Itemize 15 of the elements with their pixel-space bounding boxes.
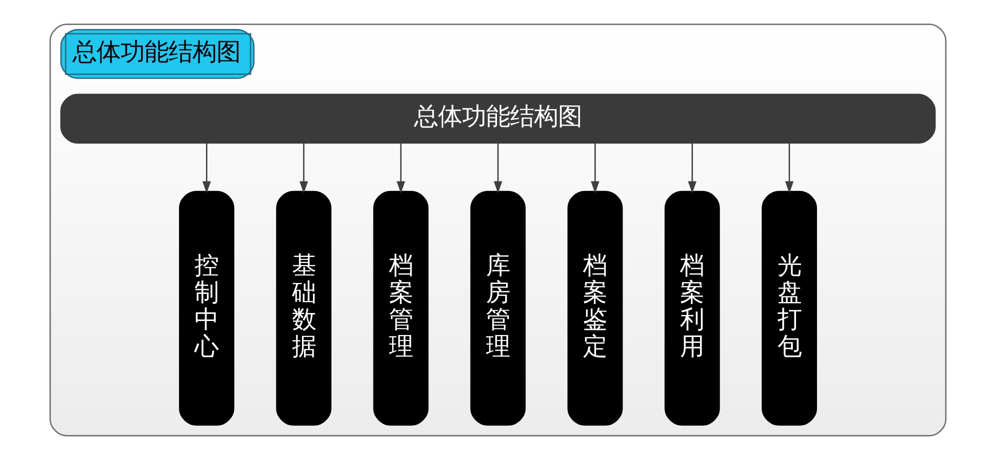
- node-box: 库房管理: [470, 190, 526, 426]
- node-box: 总体功能结构图: [60, 94, 936, 144]
- node-box: 基础数据: [276, 190, 332, 426]
- arrow: [688, 143, 696, 194]
- node-box: 控制中心: [179, 190, 234, 426]
- arrow: [300, 143, 308, 194]
- arrow: [590, 143, 600, 194]
- arrow: [202, 143, 211, 194]
- node-box: 档案利用: [664, 190, 720, 426]
- arrow: [396, 143, 406, 194]
- arrow: [785, 143, 794, 194]
- node-box: 档案管理: [373, 190, 429, 426]
- node-box: 档案鉴定: [567, 190, 623, 426]
- node-box: 光盘打包: [762, 190, 817, 426]
- arrow: [494, 143, 502, 194]
